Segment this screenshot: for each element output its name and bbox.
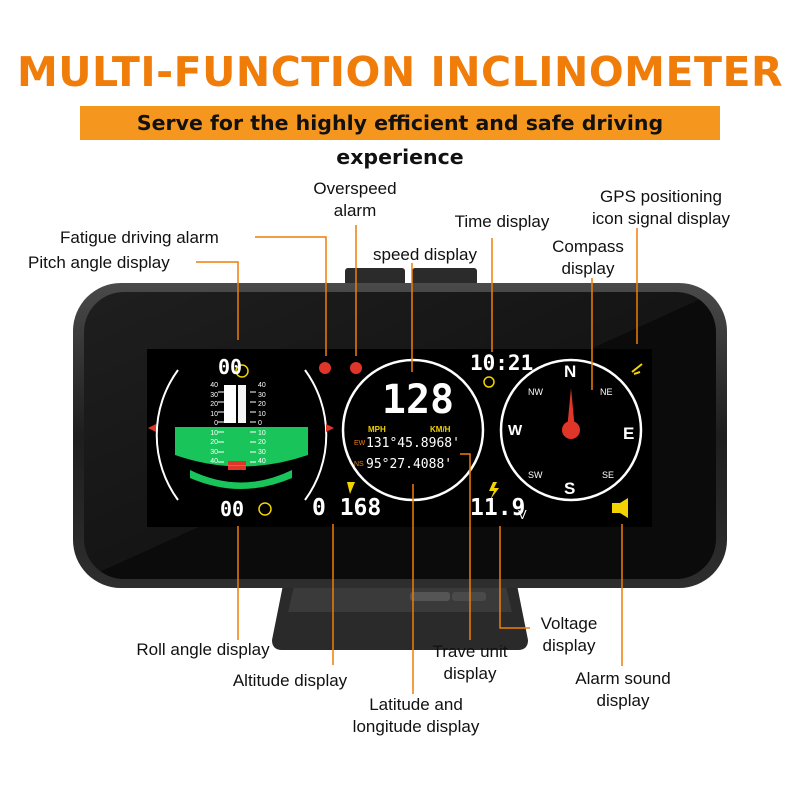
- time-value: 10:21: [470, 351, 534, 375]
- roll-angle-value: 00: [220, 497, 245, 521]
- latitude-value: 131°45.8968': [366, 436, 460, 451]
- voltage-value: 11.9: [470, 495, 526, 521]
- compass-sw: SW: [528, 470, 543, 480]
- callout-fatigue: Fatigue driving alarm: [60, 228, 219, 247]
- altitude-icon: [347, 482, 355, 494]
- pitch-angle-value: 00: [218, 355, 243, 379]
- speed-value: 128: [381, 377, 455, 423]
- altitude-value: 0 168: [312, 495, 382, 521]
- compass-e: E: [623, 424, 635, 443]
- compass-w: W: [508, 422, 523, 439]
- gps-signal-icon: [631, 363, 643, 375]
- fatigue-alarm-icon: [319, 362, 331, 374]
- callout-altitude: Altitude display: [232, 671, 348, 690]
- subtitle-text: Serve for the highly efficient and safe …: [136, 111, 664, 169]
- callout-pitch: Pitch angle display: [28, 253, 170, 272]
- page-title: MULTI-FUNCTION INCLINOMETER: [16, 48, 784, 96]
- longitude-value: 95°27.4088': [366, 457, 453, 472]
- pitch-mode-icon: [235, 364, 249, 378]
- voltage-unit: V: [518, 507, 527, 522]
- clock-icon: [483, 376, 495, 388]
- callout-lines: [196, 225, 638, 694]
- callout-roll: Roll angle display: [136, 640, 270, 659]
- compass-nw: NW: [528, 387, 543, 397]
- lon-prefix: NS: [354, 461, 364, 468]
- voltage-icon: [489, 482, 499, 500]
- callout-time: Time display: [454, 212, 550, 231]
- compass-ring: [499, 358, 643, 502]
- speed-unit-mph: MPH: [368, 425, 386, 434]
- subtitle-banner: [80, 106, 720, 140]
- roll-mode-icon: [258, 502, 272, 516]
- compass-ne: NE: [600, 387, 613, 397]
- alarm-sound-icon: [612, 503, 620, 513]
- speed-unit-kmh: KM/H: [430, 425, 451, 434]
- pitch-gauge: [148, 369, 334, 501]
- overspeed-alarm-icon: [350, 362, 362, 374]
- compass-se: SE: [602, 470, 615, 480]
- lat-prefix: EW: [354, 440, 366, 447]
- compass-s: S: [564, 479, 576, 498]
- compass-n: N: [564, 362, 577, 381]
- device-stand: [272, 575, 528, 650]
- callout-speed: speed display: [373, 245, 477, 264]
